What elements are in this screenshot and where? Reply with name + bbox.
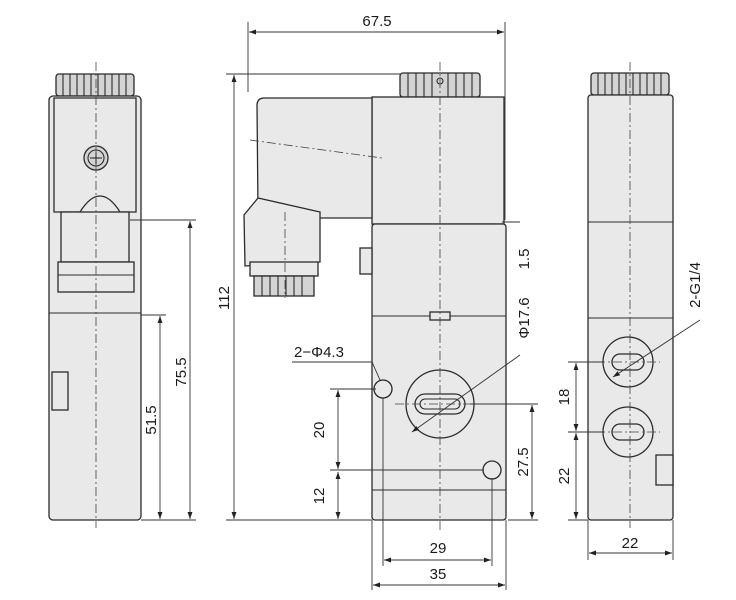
dim-port-spacing: 18 [556,389,573,406]
dim-gap: 1.5 [516,249,533,270]
right-side-view [587,72,674,521]
front-view [243,72,507,521]
dim-body-width: 35 [430,566,447,583]
dim-mount-height: 51.5 [143,405,160,434]
left-side-view [48,73,142,521]
dim-port-bottom: 22 [556,468,573,485]
dim-height: 112 [216,286,233,310]
dimension-labels: 67.5 112 75.5 51.5 Φ17.6 1.5 2−Φ4.3 20 1… [143,13,704,583]
dimension-lines [130,22,701,590]
dim-hole-offset-right: 27.5 [515,447,532,476]
dim-total-width: 67.5 [362,13,391,30]
dim-mount-hole: 2−Φ4.3 [294,344,344,361]
dim-port-thread: 2-G1/4 [687,262,704,308]
dim-port-height: 75.5 [173,357,190,386]
dim-hole-spacing-h: 29 [430,540,447,557]
dim-bottom-offset: 12 [311,488,328,505]
dim-hole-spacing-v: 20 [311,422,328,439]
dim-side-width: 22 [622,535,639,552]
dim-port-diameter: Φ17.6 [516,297,533,338]
